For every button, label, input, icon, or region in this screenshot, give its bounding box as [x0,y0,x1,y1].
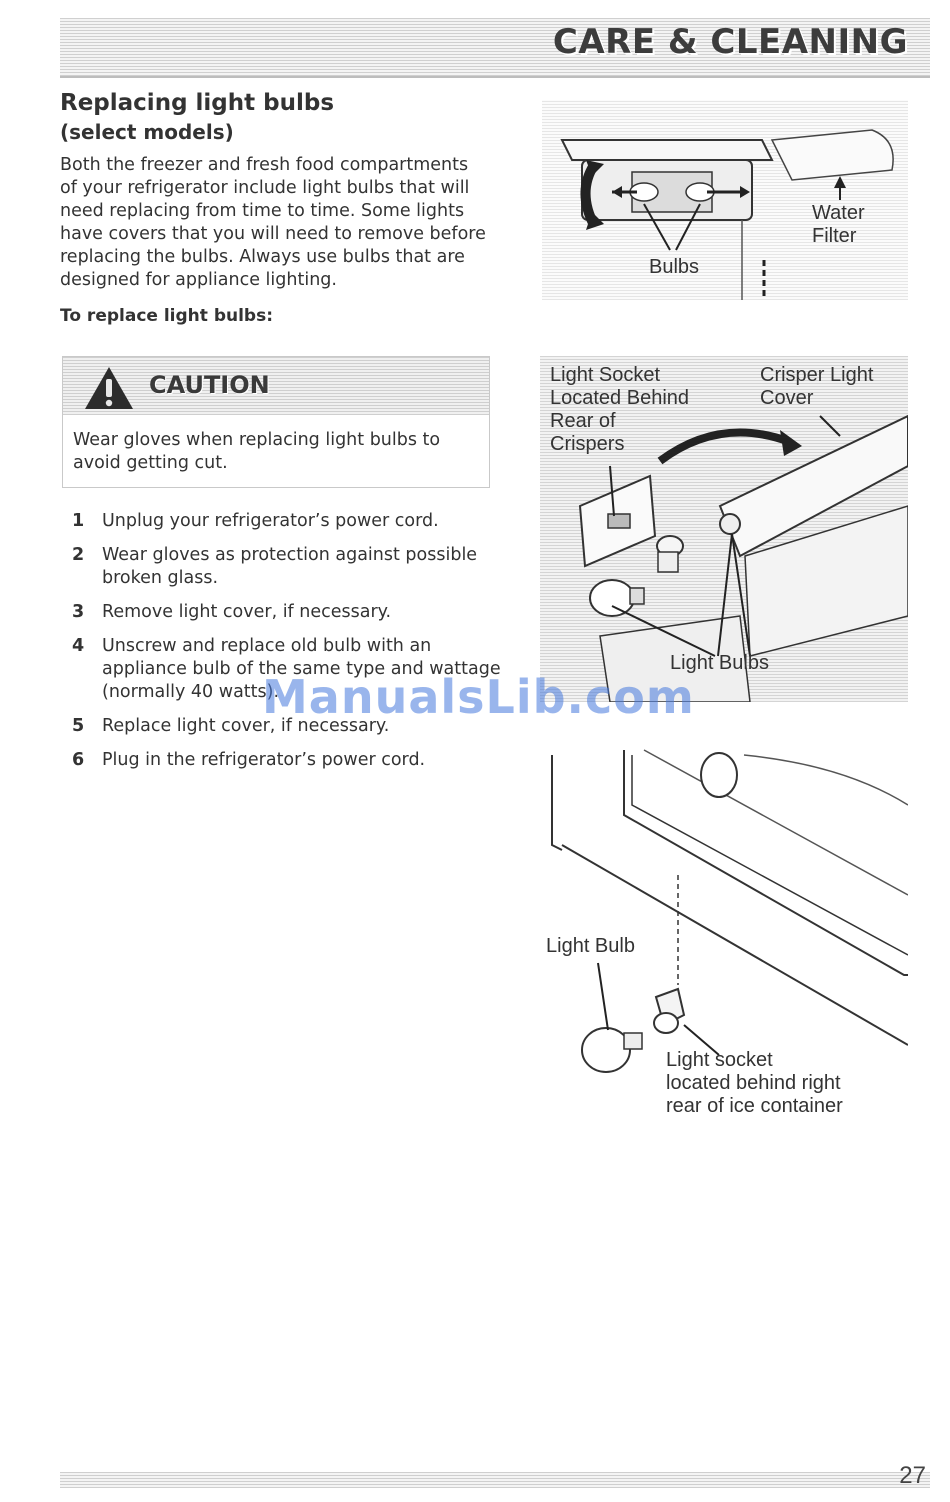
list-item: 3 Remove light cover, if necessary. [72,601,502,624]
ice-container-light-figure: Light Bulb Light socket located behind r… [544,745,908,1117]
watermark-text: ManualsLib.com [262,670,695,724]
crisper-light-figure: Light Socket Located Behind Rear of Cris… [540,356,908,702]
light-socket-label: Light Socket Located Behind Rear of Cris… [550,364,690,455]
step-text: Unplug your refrigerator’s power cord. [102,511,439,531]
step-number: 5 [72,716,85,736]
list-item: 1 Unplug your refrigerator’s power cord. [72,510,502,533]
list-item: 6 Plug in the refrigerator’s power cord. [72,749,502,772]
water-filter-label: Water Filter [812,202,865,247]
footer-bar [60,1472,930,1488]
intro-paragraph: Both the freezer and fresh food compartm… [60,155,486,290]
light-bulb-label: Light Bulb [546,935,635,957]
step-text: Unscrew and replace old bulb with an app… [102,636,501,702]
caution-header: CAUTION [63,357,489,415]
caution-label: CAUTION [149,371,270,399]
section-title: CARE & CLEANING [552,22,908,62]
freezer-light-illustration [560,129,894,300]
section-header-bar: CARE & CLEANING [60,18,930,78]
step-number: 4 [72,636,85,656]
caution-box: CAUTION Wear gloves when replacing light… [62,356,490,488]
step-text: Replace light cover, if necessary. [102,716,390,736]
crisper-cover-label: Crisper Light Cover [760,364,874,409]
instructions-heading: To replace light bulbs: [60,306,273,326]
step-number: 1 [72,511,85,531]
steps-list: 1 Unplug your refrigerator’s power cord.… [72,510,502,783]
list-item: 5 Replace light cover, if necessary. [72,715,502,738]
page-title: Replacing light bulbs [60,90,335,116]
step-text: Remove light cover, if necessary. [102,602,392,622]
ice-container-light-illustration [551,749,908,1073]
list-item: 2 Wear gloves as protection against poss… [72,544,502,590]
step-text: Wear gloves as protection against possib… [102,545,478,588]
warning-icon [83,365,135,415]
step-number: 3 [72,602,85,622]
step-text: Plug in the refrigerator’s power cord. [102,750,426,770]
freezer-light-figure: Water Filter Bulbs [542,100,908,300]
light-bulbs-label: Light Bulbs [670,652,769,674]
step-number: 2 [72,545,85,565]
list-item: 4 Unscrew and replace old bulb with an a… [72,635,502,704]
content-column: Replacing light bulbs (select models) Bo… [60,90,500,326]
step-number: 6 [72,750,85,770]
page-subtitle: (select models) [60,120,234,144]
crisper-light-illustration [578,414,908,702]
light-socket-label: Light socket located behind right rear o… [666,1049,843,1117]
bulbs-label: Bulbs [649,256,700,278]
page-number: 27 [899,1462,926,1489]
caution-text: Wear gloves when replacing light bulbs t… [73,430,441,473]
